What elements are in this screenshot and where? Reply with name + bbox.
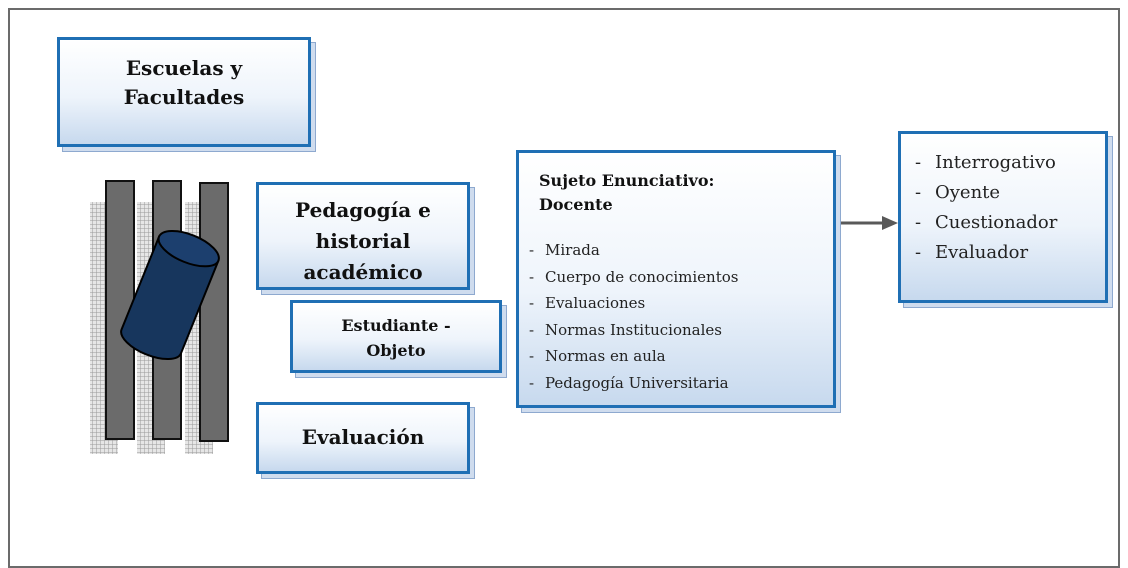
box-roles: -Interrogativo -Oyente -Cuestionador -Ev… — [898, 131, 1108, 303]
pillar-right — [199, 182, 229, 442]
list-item: -Pedagogía Universitaria — [529, 373, 729, 392]
box-sujeto-enunciativo: Sujeto Enunciativo: Docente -Mirada -Cue… — [516, 150, 836, 408]
list-item: -Evaluaciones — [529, 294, 646, 312]
list-item: -Oyente — [915, 182, 1001, 203]
box-evaluacion: Evaluación — [256, 402, 470, 474]
sujeto-list: -Mirada -Cuerpo de conocimientos -Evalua… — [529, 237, 738, 396]
box-estudiante-label: Estudiante - Objeto — [341, 316, 451, 360]
list-item: -Cuestionador — [915, 212, 1058, 233]
box-pedagogia-label: Pedagogía e historial académico — [295, 198, 431, 284]
roles-list: -Interrogativo -Oyente -Cuestionador -Ev… — [915, 148, 1057, 268]
list-item: -Normas en aula — [529, 347, 666, 365]
sujeto-title: Sujeto Enunciativo: Docente — [539, 171, 715, 214]
box-evaluacion-label: Evaluación — [301, 425, 425, 449]
cylinder-icon — [120, 229, 220, 361]
list-item: -Evaluador — [915, 242, 1029, 263]
list-item: -Mirada — [529, 241, 600, 259]
list-item: -Normas Institucionales — [529, 320, 722, 339]
list-item: -Cuerpo de conocimientos — [529, 267, 739, 286]
box-pedagogia: Pedagogía e historial académico — [256, 182, 470, 290]
box-estudiante-objeto: Estudiante - Objeto — [290, 300, 502, 373]
list-item: -Interrogativo — [915, 152, 1056, 173]
box-escuelas-label: Escuelas y Facultades — [123, 56, 245, 109]
box-escuelas-facultades: Escuelas y Facultades — [57, 37, 311, 147]
arrow-connector — [836, 216, 898, 230]
columns-cylinder-illustration — [90, 180, 898, 454]
